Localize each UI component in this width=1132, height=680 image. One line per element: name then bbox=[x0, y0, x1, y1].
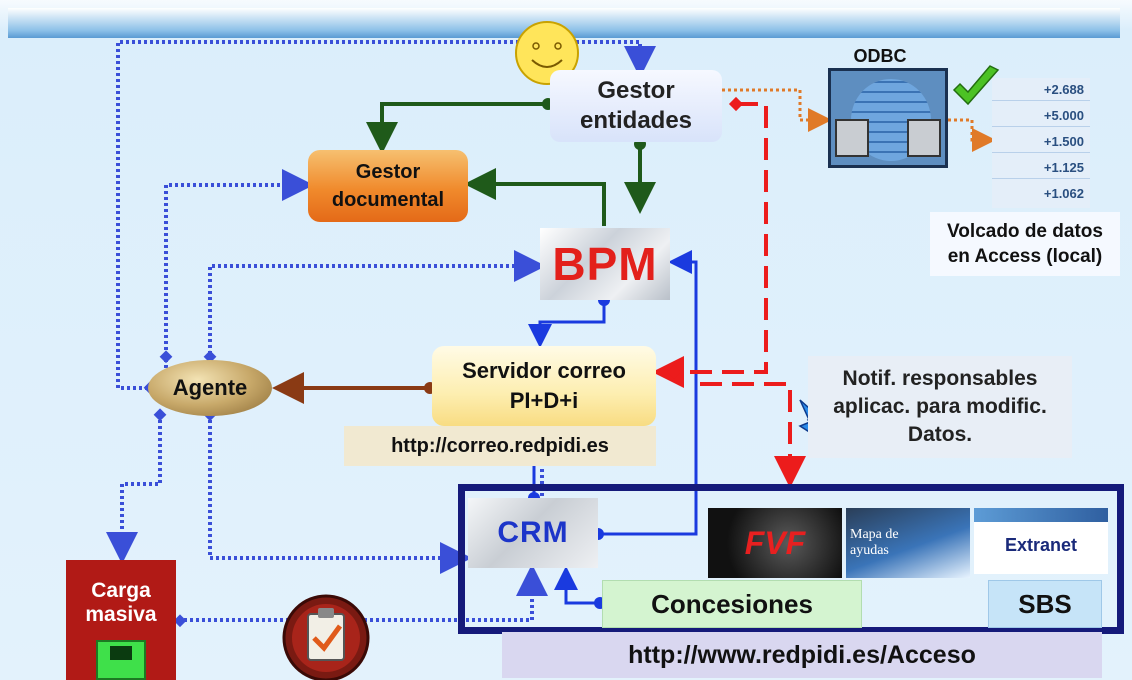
sheet-cell: +5.000 bbox=[1043, 108, 1084, 123]
correo-url-box: http://correo.redpidi.es bbox=[344, 426, 656, 466]
link-agente-bpm bbox=[208, 250, 546, 360]
volcado-box: Volcado de datos en Access (local) bbox=[930, 212, 1120, 276]
link-bpm-correo bbox=[528, 300, 606, 348]
gestor-documental-box: Gestor documental bbox=[308, 150, 468, 222]
mapa-ayudas-label: Mapa de ayudas bbox=[850, 527, 899, 558]
link-agente-crm bbox=[208, 414, 472, 574]
link-gestorent-odbc bbox=[722, 88, 832, 132]
carga-masiva-label: Carga masiva bbox=[85, 579, 157, 626]
link-odbc-sheet bbox=[948, 118, 996, 152]
crm-box: CRM bbox=[468, 498, 598, 568]
acceso-url-box: http://www.redpidi.es/Acceso bbox=[502, 632, 1102, 678]
smiley-icon bbox=[515, 21, 579, 85]
notif-label: Notif. responsables aplicac. para modifi… bbox=[833, 367, 1047, 446]
computer-icon bbox=[907, 119, 941, 157]
link-gestorent-gestordoc bbox=[366, 102, 548, 154]
notif-box: Notif. responsables aplicac. para modifi… bbox=[808, 356, 1072, 458]
link-agente-top-loop bbox=[116, 40, 656, 390]
fvf-logo: FVF bbox=[708, 508, 842, 578]
crm-label: CRM bbox=[497, 516, 569, 549]
sheet-cell: +2.688 bbox=[1043, 82, 1084, 97]
bpm-box: BPM bbox=[540, 228, 670, 300]
servidor-correo-label: Servidor correo PI+D+i bbox=[462, 358, 626, 413]
sbs-label: SBS bbox=[1018, 588, 1072, 619]
gestor-entidades-label: Gestor entidades bbox=[579, 77, 693, 134]
check-icon bbox=[952, 65, 1000, 106]
mapa-ayudas-image: Mapa de ayudas bbox=[846, 508, 970, 578]
odbc-image bbox=[828, 68, 948, 168]
link-red-gestorent bbox=[652, 102, 768, 388]
clipboard-icon bbox=[282, 594, 370, 680]
servidor-correo-box: Servidor correo PI+D+i bbox=[432, 346, 656, 426]
link-bpm-gestordoc bbox=[464, 168, 606, 226]
extranet-label: Extranet bbox=[1004, 534, 1078, 555]
bpm-label: BPM bbox=[552, 238, 658, 290]
link-crm-bpm bbox=[598, 250, 698, 536]
sheet-cell: +1.500 bbox=[1043, 134, 1084, 149]
sbs-box: SBS bbox=[988, 580, 1102, 628]
link-carga-crm bbox=[178, 564, 548, 622]
acceso-frame bbox=[458, 484, 1124, 634]
extranet-banner: Extranet bbox=[974, 508, 1108, 574]
fvf-label: FVF bbox=[744, 524, 806, 561]
link-concesiones-crm bbox=[554, 566, 600, 605]
link-red-notif bbox=[700, 382, 806, 488]
floppy-icon bbox=[96, 640, 146, 680]
extranet-bar bbox=[974, 508, 1108, 522]
agente-label: Agente bbox=[172, 375, 248, 400]
spreadsheet-image: +2.688 +5.000 +1.500 +1.125 +1.062 bbox=[992, 78, 1090, 208]
computer-icon bbox=[835, 119, 869, 157]
sheet-cell: +1.062 bbox=[1043, 186, 1084, 201]
link-agente-gestordoc bbox=[164, 169, 314, 368]
gestor-entidades-box: Gestor entidades bbox=[550, 70, 722, 142]
concesiones-box: Concesiones bbox=[602, 580, 862, 628]
sheet-cell: +1.125 bbox=[1043, 160, 1084, 175]
acceso-url-label: http://www.redpidi.es/Acceso bbox=[628, 640, 976, 669]
link-agente-carga bbox=[106, 414, 162, 564]
volcado-label: Volcado de datos en Access (local) bbox=[947, 221, 1103, 267]
correo-url-label: http://correo.redpidi.es bbox=[391, 434, 609, 457]
gestor-documental-label: Gestor documental bbox=[331, 161, 445, 211]
odbc-text: ODBC bbox=[853, 45, 907, 66]
concesiones-label: Concesiones bbox=[651, 588, 813, 619]
agente-node: Agente bbox=[148, 360, 272, 416]
odbc-label: ODBC bbox=[845, 44, 915, 68]
